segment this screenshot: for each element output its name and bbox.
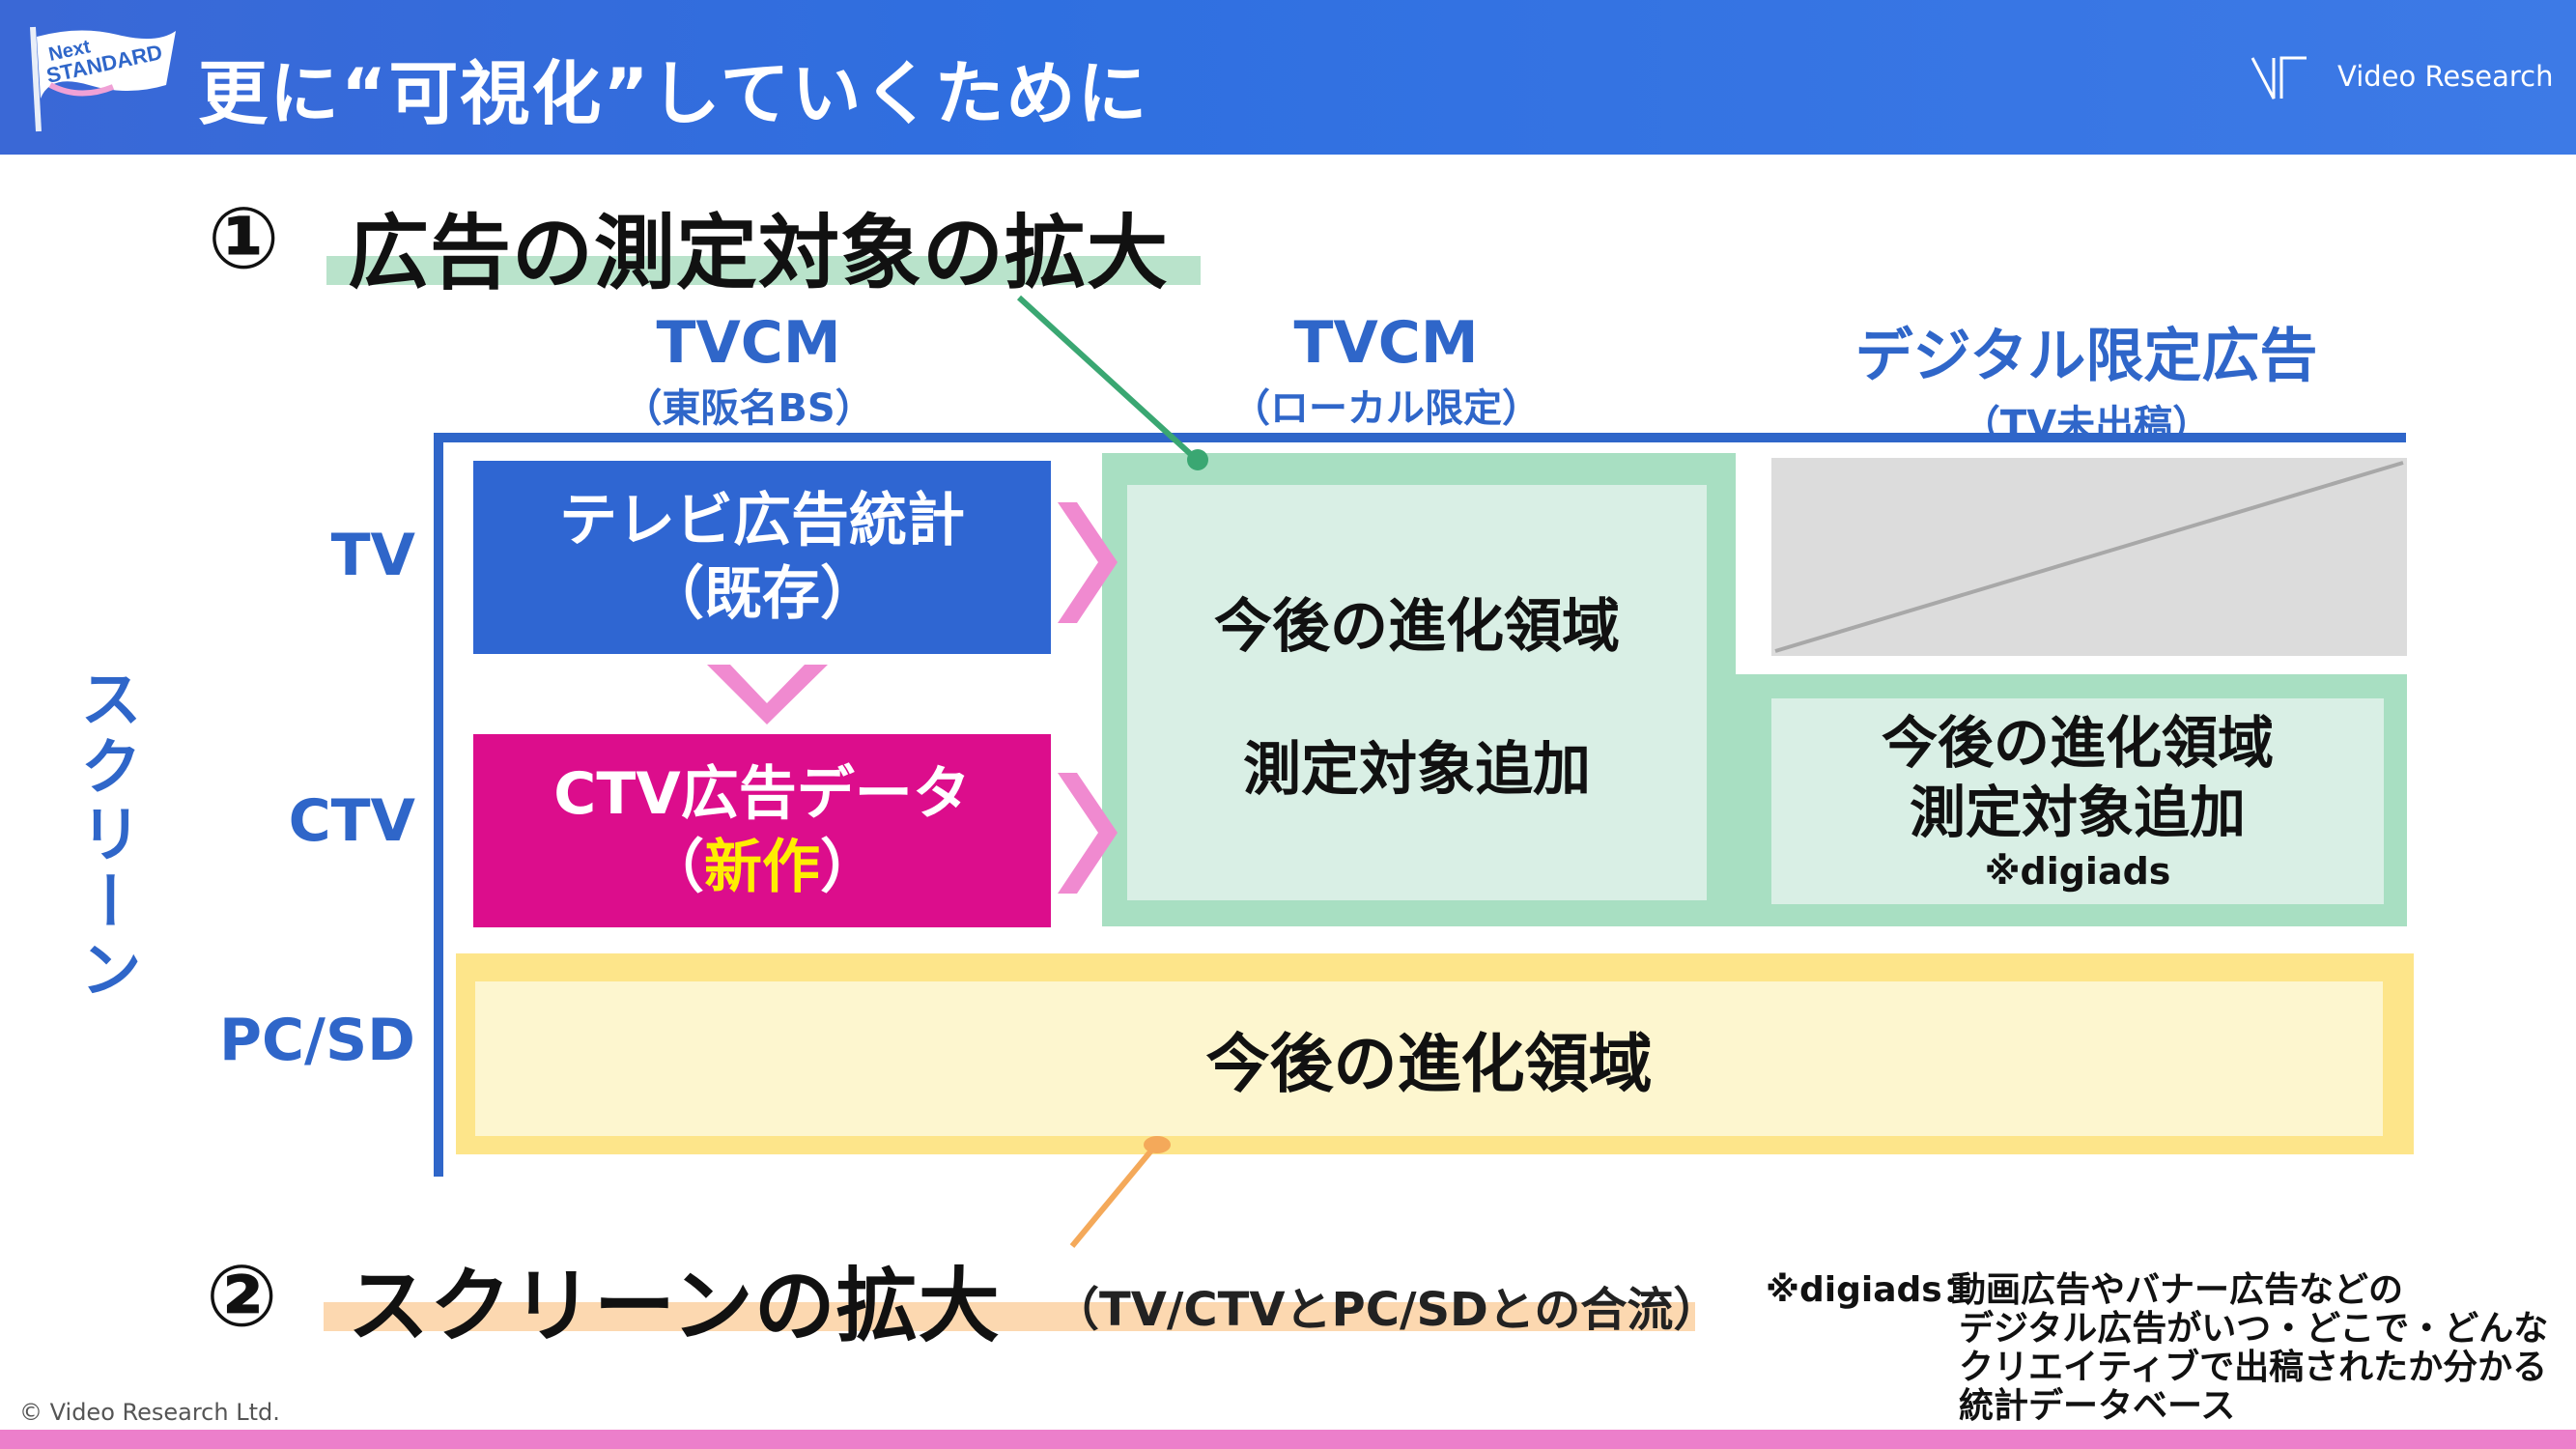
heading1-number: ① [208, 188, 280, 288]
screen-axis-label: スクリーン [70, 667, 141, 1005]
ctv-new-label: 新作 [704, 834, 820, 901]
arrow-down-icon [707, 665, 828, 724]
video-research-logo-icon [2250, 56, 2307, 99]
green-right-line1: 今後の進化領域 [1881, 709, 2274, 776]
green-area-right: 今後の進化領域 測定対象追加 ※digiads [1771, 698, 2384, 904]
arrow-right-icon [1058, 502, 1118, 623]
diagonal-line-icon [1774, 461, 2404, 653]
row-label-tv: TV [330, 522, 415, 589]
horizontal-axis [434, 433, 2406, 442]
column-1-sub: （東阪名BS） [623, 386, 874, 431]
green-right-line2: 測定対象追加 [1909, 779, 2246, 845]
heading2-number: ② [206, 1246, 278, 1346]
vertical-axis [434, 433, 443, 1177]
ctv-box-line2: （新作） [646, 831, 878, 904]
green-right-note: ※digiads [1984, 849, 2171, 893]
column-1-header: TVCM （東阪名BS） [555, 309, 942, 433]
green-main-line1: 今後の進化領域 [1214, 593, 1620, 661]
column-2-title: TVCM [1293, 309, 1479, 377]
green-area-main [1127, 485, 1707, 900]
heading2-text: スクリーンの拡大 [348, 1259, 1001, 1353]
column-3-title: デジタル限定広告 [1854, 323, 2318, 390]
heading2-sub: （TV/CTVとPC/SDとの合流） [1053, 1283, 1720, 1337]
row-label-ctv: CTV [288, 787, 415, 855]
footnote-line: 動画広告やバナー広告などの [1951, 1270, 2404, 1310]
column-3-header: デジタル限定広告 （TV未出稿） [1816, 309, 2357, 449]
footer-bar [0, 1430, 2576, 1449]
copyright: © Video Research Ltd. [19, 1399, 280, 1426]
footnote-line: 統計データベース [1959, 1386, 2236, 1426]
ctv-paren-close: ） [820, 834, 878, 901]
tv-box-line1: テレビ広告統計 [559, 487, 965, 554]
footnote-lead: ※digiads： [1766, 1270, 1977, 1310]
tv-existing-box: テレビ広告統計 （既存） [473, 461, 1051, 654]
next-standard-flag-icon: Next STANDARD [30, 26, 176, 132]
footnote-line: クリエイティブで出稿されたか分かる [1959, 1348, 2548, 1387]
header-band [0, 0, 2576, 155]
ctv-paren-open: （ [646, 834, 704, 901]
arrow-right-icon [1058, 773, 1118, 894]
column-2-sub: （ローカル限定） [1231, 386, 1541, 431]
column-2-header: TVCM （ローカル限定） [1193, 309, 1579, 433]
brand-name: Video Research [2337, 60, 2554, 93]
green-main-line2: 測定対象追加 [1243, 736, 1591, 804]
page-title: 更に“可視化”していくために [198, 53, 1149, 134]
pcsd-band: 今後の進化領域 [475, 981, 2383, 1136]
heading2-underline [324, 1302, 1695, 1331]
column-1-title: TVCM [656, 309, 841, 377]
heading1-underline [326, 256, 1201, 285]
ctv-new-box: CTV広告データ （新作） [473, 734, 1051, 927]
row-label-pcsd: PC/SD [219, 1007, 415, 1074]
heading1-text: 広告の測定対象の拡大 [348, 206, 1170, 300]
footnote-line: デジタル広告がいつ・どこで・どんな [1959, 1309, 2549, 1349]
ctv-box-line1: CTV広告データ [553, 760, 971, 828]
tv-box-line2: （既存） [646, 560, 878, 628]
